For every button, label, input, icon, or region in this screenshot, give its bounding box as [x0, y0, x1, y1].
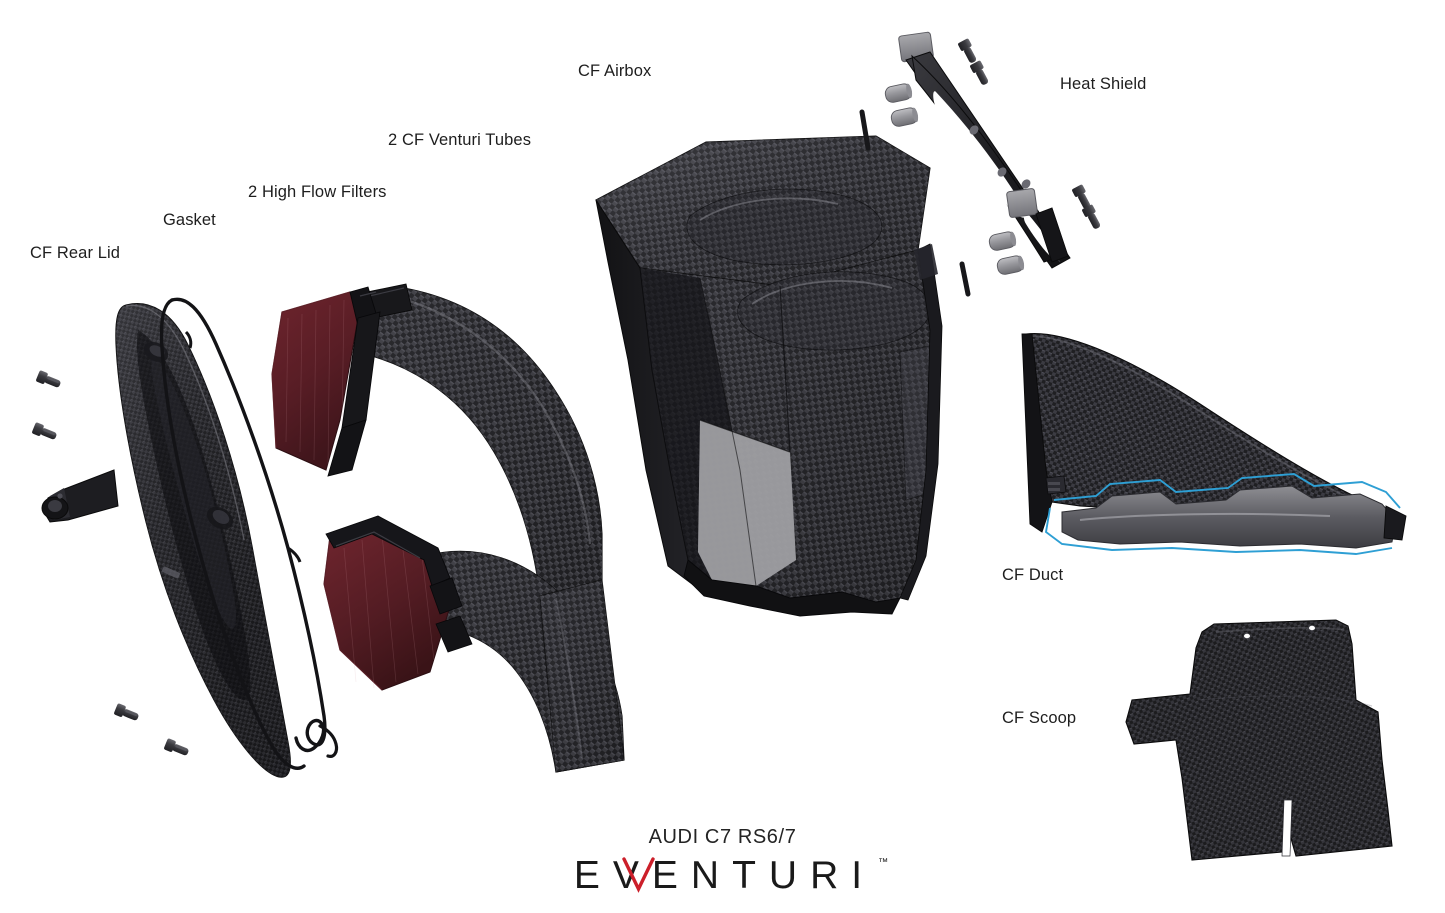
part-gasket	[159, 297, 339, 770]
spacers-group	[884, 83, 1025, 275]
bolts-right-group	[958, 38, 1101, 229]
label-high-flow-filters: 2 High Flow Filters	[248, 183, 387, 201]
trademark-symbol: ™	[878, 857, 889, 868]
label-cf-duct: CF Duct	[1002, 566, 1064, 584]
label-gasket: Gasket	[163, 211, 216, 229]
part-high-flow-filters	[271, 286, 473, 691]
part-cf-airbox	[595, 135, 943, 617]
part-cf-duct	[1021, 332, 1407, 555]
model-designation: AUDI C7 RS6/7	[648, 826, 797, 848]
footer-branding: AUDI C7 RS6/7 EVENTURI ™	[0, 827, 1445, 895]
label-heat-shield: Heat Shield	[1060, 75, 1147, 93]
label-cf-venturi-tubes: 2 CF Venturi Tubes	[388, 131, 532, 149]
part-cf-scoop	[1125, 619, 1393, 861]
brand-wordmark: EVENTURI	[573, 854, 876, 897]
label-cf-airbox: CF Airbox	[578, 62, 652, 80]
part-venturi-tubes	[347, 283, 625, 773]
clips-group	[859, 109, 971, 297]
part-heat-shield	[898, 31, 1071, 269]
part-cf-rear-lid	[41, 303, 291, 778]
eventuri-logo: EVENTURI ™	[570, 854, 888, 897]
bolts-left-group	[32, 370, 189, 756]
label-cf-rear-lid: CF Rear Lid	[30, 244, 121, 262]
label-cf-scoop: CF Scoop	[1002, 709, 1077, 727]
